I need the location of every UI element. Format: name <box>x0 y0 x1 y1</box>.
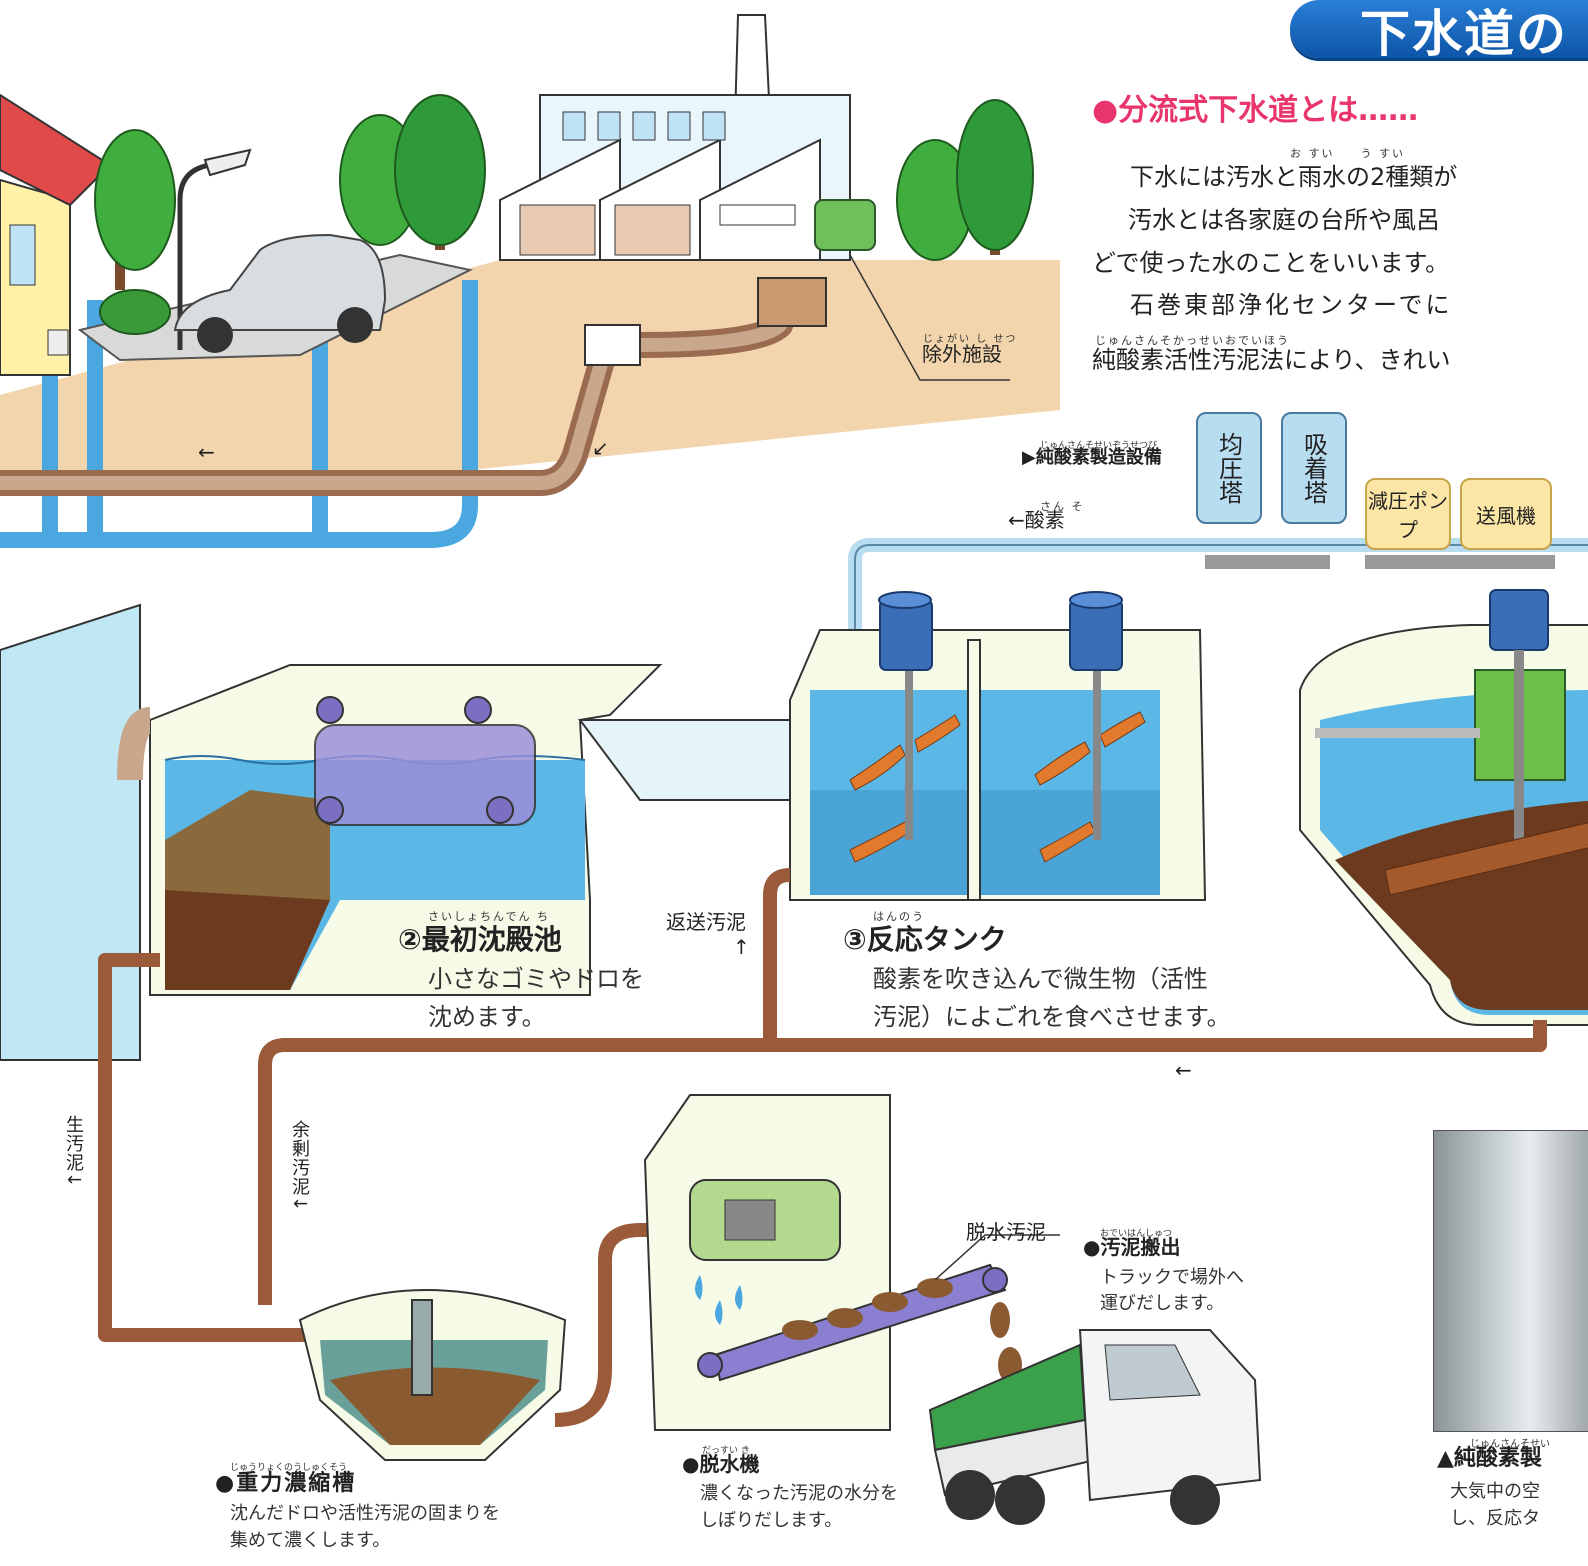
left-structure <box>0 603 141 1061</box>
factory <box>499 14 851 261</box>
primary-desc-1: 小さなゴミやドロを <box>428 965 644 993</box>
carryout-desc-1: トラックで場外へ <box>1100 1267 1244 1288</box>
oxygen-label: ←酸素 <box>1008 508 1065 532</box>
header-banner: 下水道の <box>1290 0 1588 63</box>
final-clarifier <box>1299 589 1588 1026</box>
dewater-desc-1: 濃くなった汚泥の水分を <box>700 1483 898 1504</box>
house <box>0 93 112 376</box>
primary-title: ②最初沈殿池 <box>398 923 562 956</box>
photo-ruby: じゅんさんそせい <box>1470 1439 1550 1450</box>
gravity-thickener <box>298 1289 567 1461</box>
primary-desc-2: 沈めます。 <box>428 1003 546 1031</box>
oxygen-ruby: さん そ <box>1040 500 1085 513</box>
oxygen-plant-label: ▶純酸素製造設備 <box>1022 447 1162 468</box>
dump-truck <box>928 1329 1262 1525</box>
ground <box>0 260 1060 470</box>
intro-ruby-2: じゅんさんそかっせいおでいほう <box>1095 334 1290 347</box>
reaction-ruby: はんのう <box>873 910 925 923</box>
photo-desc-2: し、反応タ <box>1450 1508 1540 1529</box>
car <box>173 233 387 353</box>
reaction-desc-1: 酸素を吹き込んで微生物（活性 <box>873 965 1208 993</box>
intro-line-3: どで使った水のことをいいます。 <box>1092 249 1450 277</box>
adsorption-tower: 吸着塔 <box>1281 412 1347 524</box>
return-sludge-label: 返送汚泥 <box>666 910 746 934</box>
trees <box>94 94 1034 290</box>
inlet-box <box>584 324 641 366</box>
dewater-ruby: だっすい き <box>702 1446 750 1456</box>
dewatered-sludge-label: 脱水汚泥 <box>966 1220 1046 1244</box>
thickener-desc-1: 沈んだドロや活性汚泥の固まりを <box>230 1503 500 1524</box>
reaction-title: ③反応タンク <box>843 923 1007 956</box>
intro-line-5: 純酸素活性汚泥法により、きれい <box>1092 346 1451 374</box>
dewater-title: ●脱水機 <box>682 1452 760 1476</box>
equalizing-tower: 均圧塔 <box>1196 412 1262 524</box>
intro-line-4: 石巻東部浄化センターでに <box>1130 291 1453 319</box>
carryout-title: ●汚泥搬出 <box>1083 1235 1181 1259</box>
street-lamp <box>177 148 252 350</box>
thickener-ruby: じゅうりょくのうしゅくそう <box>230 1463 348 1473</box>
photo-desc-1: 大気中の空 <box>1450 1481 1540 1502</box>
thickener-desc-2: 集めて濃くします。 <box>230 1530 391 1551</box>
exclusion-facility <box>757 199 1010 381</box>
carryout-desc-2: 運びだします。 <box>1100 1293 1225 1314</box>
oxygen-plant-photo <box>1433 1130 1588 1432</box>
return-sludge-arrow: ↑ <box>733 935 750 959</box>
excess-sludge-label: 余剰汚泥↓ <box>289 1120 310 1213</box>
bush <box>99 289 171 335</box>
primary-tank <box>117 664 663 996</box>
dewatering-machine <box>643 1094 1060 1431</box>
primary-ruby: さいしょちんでん ち <box>428 910 550 923</box>
photo-title: ▲純酸素製 <box>1437 1446 1542 1471</box>
section-title: ●分流式下水道とは…… <box>1092 93 1419 128</box>
header-title: 下水道の <box>1360 5 1568 63</box>
flow-arrow-2: ↙ <box>592 436 609 460</box>
raw-sludge-label: 生汚泥↓ <box>63 1115 84 1189</box>
intro-line-2: 汚水とは各家庭の台所や風呂 <box>1128 206 1440 234</box>
flow-arrow-3: ← <box>1175 1058 1192 1082</box>
exclusion-ruby: じょがい し せつ <box>923 334 1018 345</box>
reaction-desc-2: 汚泥）によごれを食べさせます。 <box>873 1003 1231 1031</box>
carryout-ruby: おでいはんしゅつ <box>1100 1229 1173 1239</box>
reaction-tank <box>789 591 1207 901</box>
oxygen-plant-ruby: じゅんさんそせいぞうせつび <box>1040 441 1158 451</box>
blower: 送風機 <box>1460 478 1552 550</box>
intro-ruby-1: お すい う すい <box>1290 147 1405 160</box>
thickener-title: ●重力濃縮槽 <box>215 1471 357 1496</box>
sludge-pipes <box>98 868 1547 1427</box>
exclusion-label: 除外施設 <box>922 342 1002 366</box>
vacuum-pump: 減圧ポンプ <box>1365 478 1451 550</box>
intro-line-1: 下水には汚水と雨水の2種類が <box>1130 163 1458 191</box>
dewater-desc-2: しぼりだします。 <box>700 1510 843 1531</box>
flow-arrow-1: ← <box>198 440 215 464</box>
